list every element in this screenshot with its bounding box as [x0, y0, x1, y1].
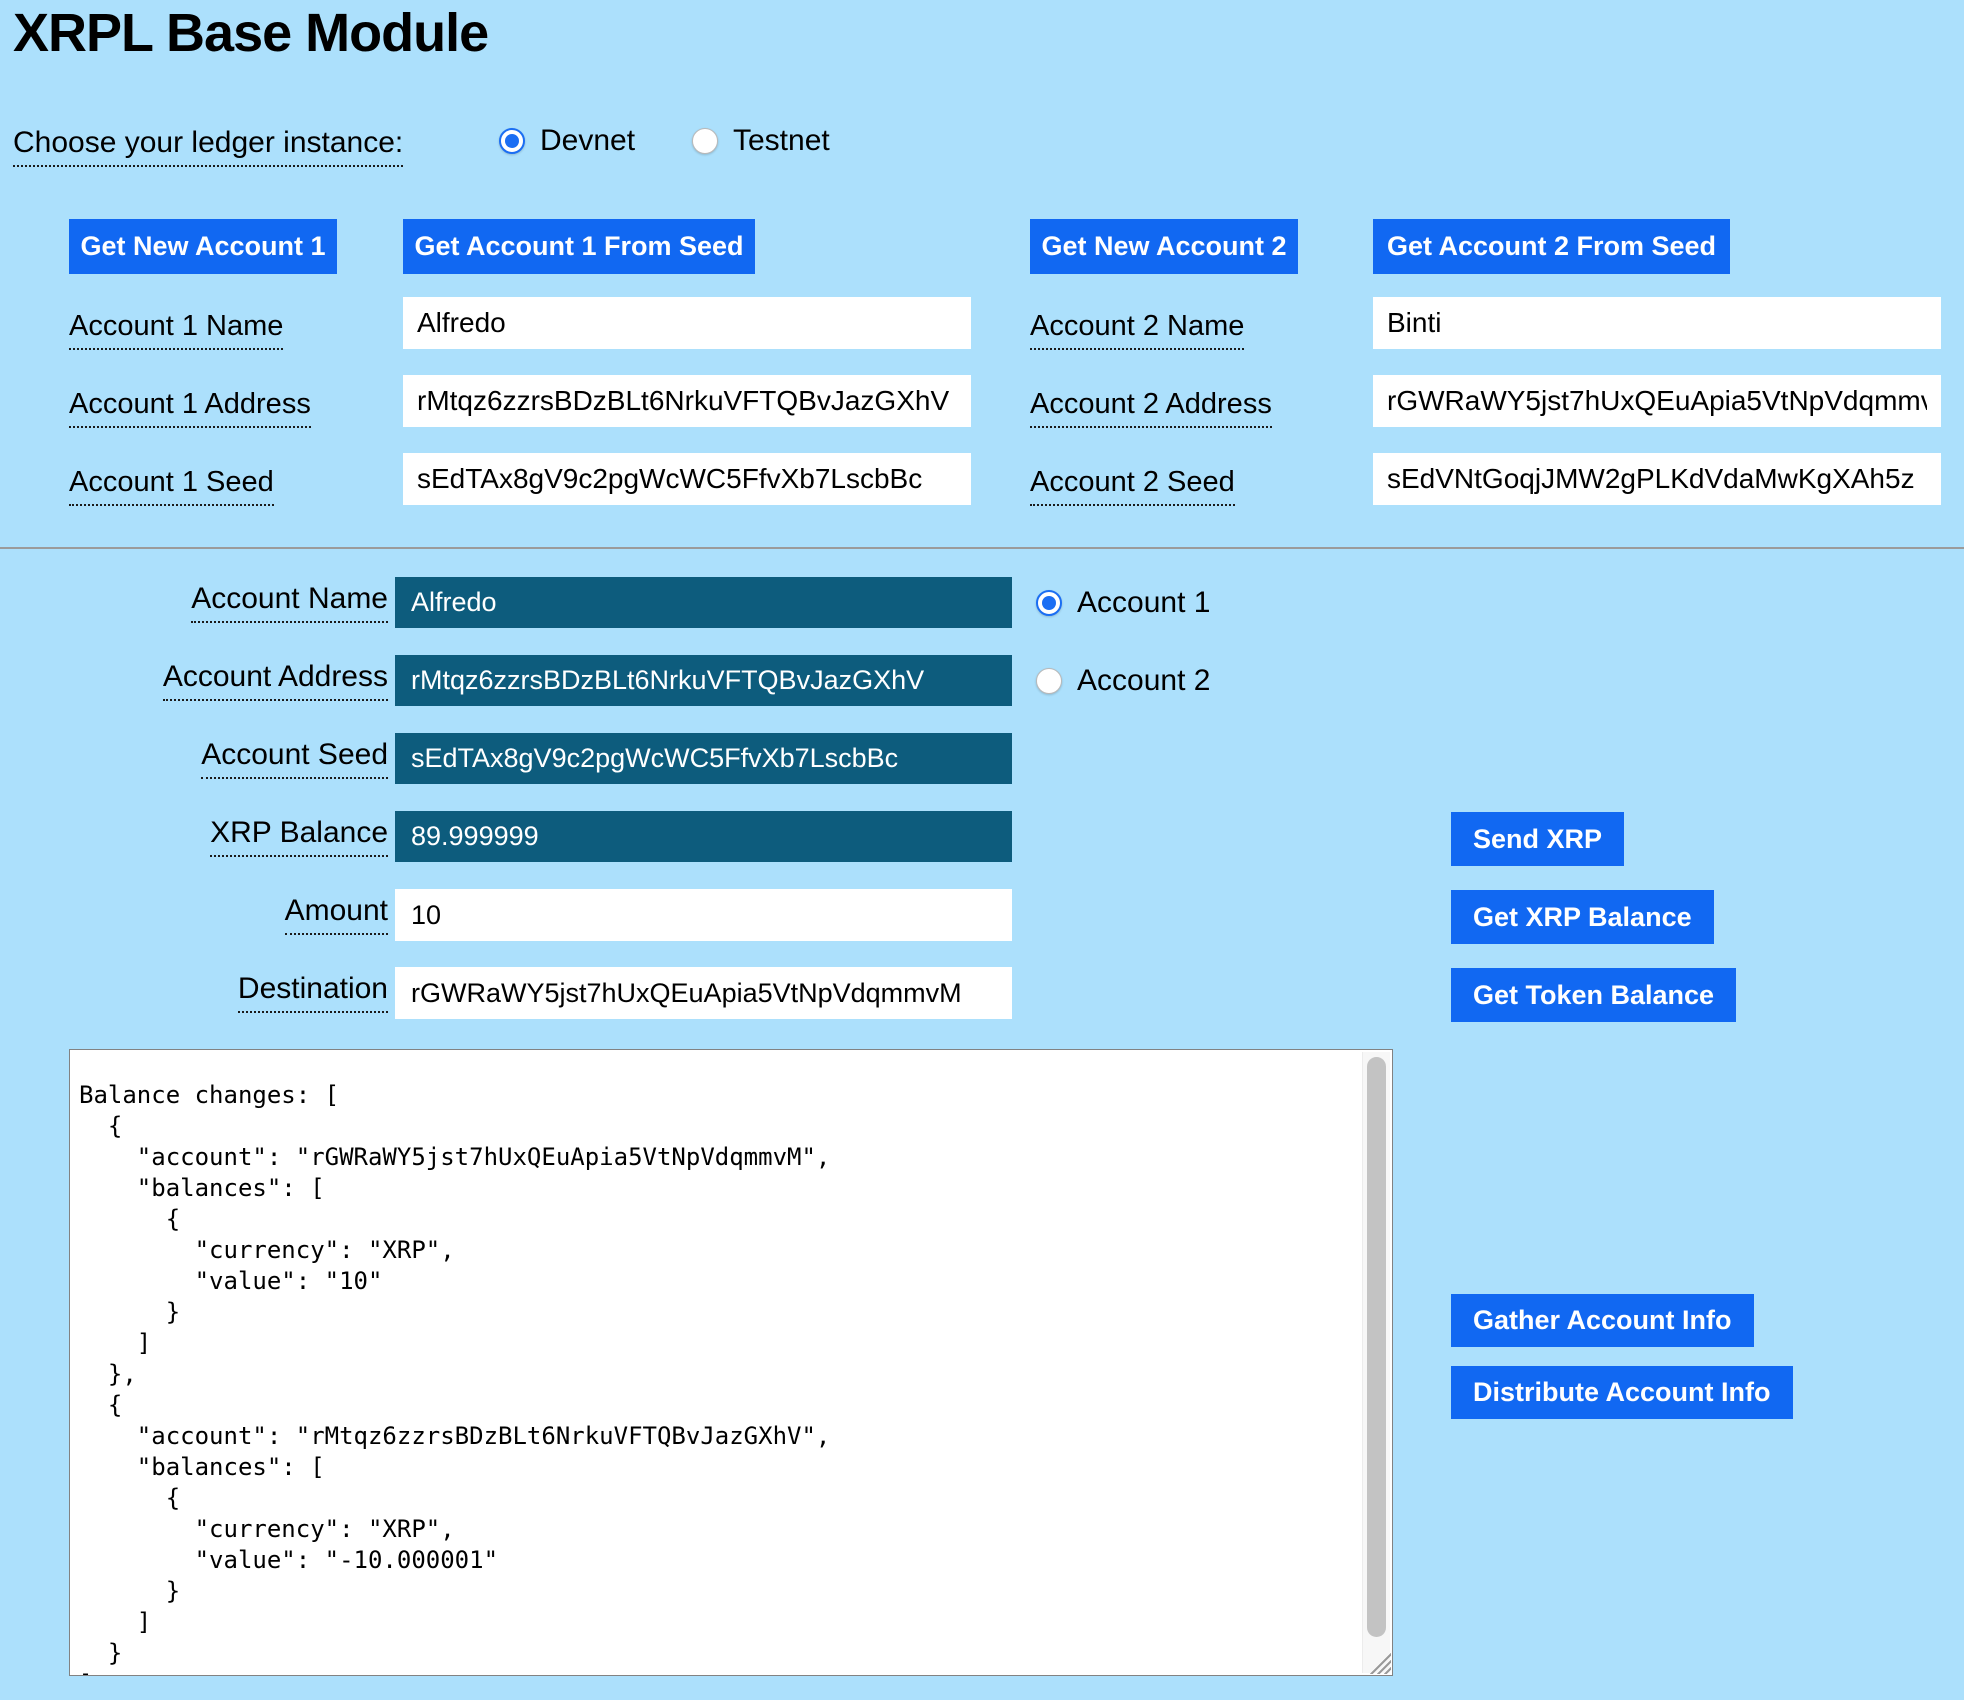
get-token-balance-button[interactable]: Get Token Balance [1451, 968, 1737, 1022]
devnet-radio-option[interactable]: Devnet [499, 124, 635, 158]
results-textarea[interactable]: Balance changes: [ { "account": "rGWRaWY… [69, 1049, 1393, 1676]
account-seed-label: Account Seed [100, 738, 388, 779]
destination-input[interactable] [395, 967, 1012, 1019]
account-1-seed-label: Account 1 Seed [69, 466, 274, 506]
account-1-radio[interactable] [1036, 590, 1062, 616]
section-divider [0, 547, 1964, 549]
account-address-input[interactable] [395, 655, 1012, 706]
account-1-address-label: Account 1 Address [69, 388, 311, 428]
results-scrollbar[interactable] [1362, 1052, 1390, 1673]
page-title: XRPL Base Module [13, 3, 489, 63]
account-1-seed-input[interactable] [403, 453, 971, 505]
devnet-radio-label: Devnet [540, 124, 636, 157]
get-new-account-2-button[interactable]: Get New Account 2 [1030, 219, 1298, 274]
account-address-label: Account Address [100, 660, 388, 701]
ledger-instance-label: Choose your ledger instance: [13, 126, 404, 167]
account-2-name-label: Account 2 Name [1030, 310, 1245, 350]
account-2-name-input[interactable] [1373, 297, 1941, 349]
account-2-radio[interactable] [1036, 668, 1062, 694]
amount-label: Amount [100, 894, 388, 935]
results-text: Balance changes: [ { "account": "rGWRaWY… [79, 1081, 831, 1675]
xrp-balance-input[interactable] [395, 811, 1012, 862]
account-1-radio-label: Account 1 [1077, 586, 1211, 619]
account-2-address-input[interactable] [1373, 375, 1941, 427]
account-1-address-input[interactable] [403, 375, 971, 427]
send-xrp-button[interactable]: Send XRP [1451, 812, 1625, 866]
xrp-balance-label: XRP Balance [100, 816, 388, 857]
get-account-2-from-seed-button[interactable]: Get Account 2 From Seed [1373, 219, 1730, 274]
distribute-account-info-button[interactable]: Distribute Account Info [1451, 1366, 1793, 1419]
results-scrollbar-thumb[interactable] [1367, 1057, 1386, 1637]
get-account-1-from-seed-button[interactable]: Get Account 1 From Seed [403, 219, 755, 274]
account-2-radio-option[interactable]: Account 2 [1036, 664, 1210, 698]
account-2-radio-label: Account 2 [1077, 664, 1211, 697]
testnet-radio-label: Testnet [733, 124, 830, 157]
account-2-seed-input[interactable] [1373, 453, 1941, 505]
gather-account-info-button[interactable]: Gather Account Info [1451, 1294, 1754, 1347]
account-seed-input[interactable] [395, 733, 1012, 784]
devnet-radio[interactable] [499, 128, 525, 154]
testnet-radio-option[interactable]: Testnet [692, 124, 830, 158]
get-new-account-1-button[interactable]: Get New Account 1 [69, 219, 337, 274]
get-xrp-balance-button[interactable]: Get XRP Balance [1451, 890, 1714, 944]
account-2-seed-label: Account 2 Seed [1030, 466, 1235, 506]
account-1-name-label: Account 1 Name [69, 310, 284, 350]
account-2-address-label: Account 2 Address [1030, 388, 1272, 428]
account-1-name-input[interactable] [403, 297, 971, 349]
destination-label: Destination [100, 972, 388, 1013]
account-1-radio-option[interactable]: Account 1 [1036, 586, 1210, 620]
account-name-label: Account Name [100, 582, 388, 623]
testnet-radio[interactable] [692, 128, 718, 154]
account-name-input[interactable] [395, 577, 1012, 628]
amount-input[interactable] [395, 889, 1012, 941]
